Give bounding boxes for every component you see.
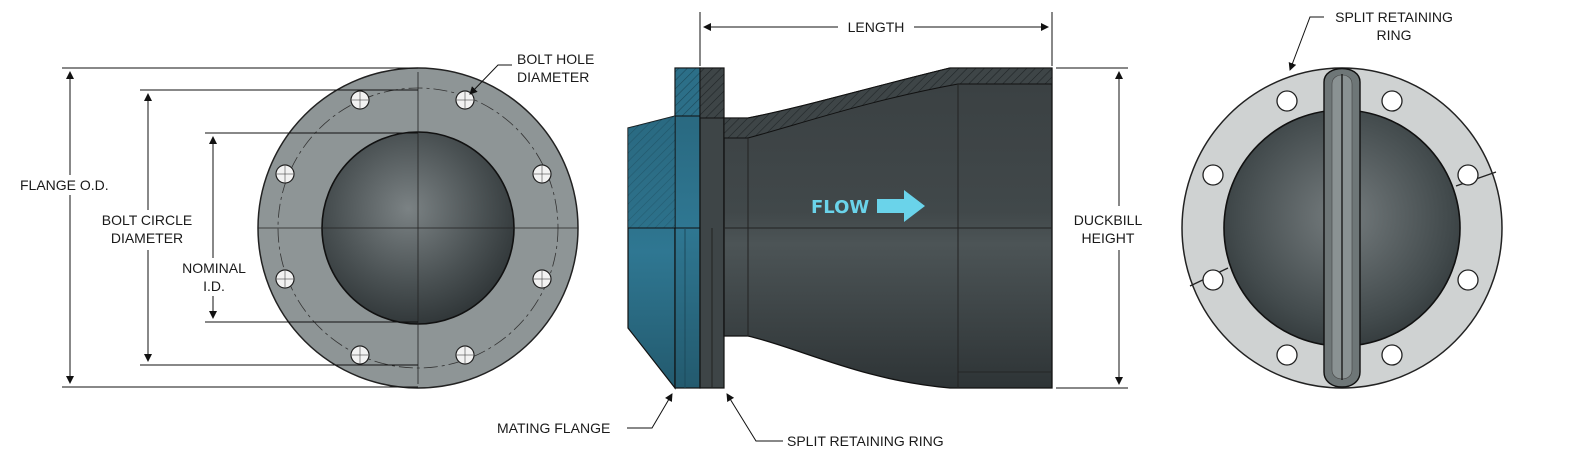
split-ring-label-bottom: SPLIT RETAINING RING — [787, 433, 944, 449]
right-end-view: SPLIT RETAINING RING — [1181, 9, 1503, 389]
bolt-hole-label-line2: DIAMETER — [517, 69, 589, 85]
flow-label: FLOW — [811, 197, 869, 218]
split-ring-leader-top — [1288, 16, 1324, 71]
duckbill-height-label-line2: HEIGHT — [1082, 230, 1135, 246]
nominal-id-label-line2: I.D. — [203, 278, 225, 294]
side-profile-view: FLOW LENGTH DUCKBILL HEIGHT MATING FLANG… — [497, 12, 1142, 449]
nominal-id-label-line1: NOMINAL — [182, 260, 246, 276]
length-label: LENGTH — [848, 19, 905, 35]
bolt-hole-crosshairs — [277, 92, 550, 363]
split-ring-label-top-line2: RING — [1377, 27, 1412, 43]
mating-flange-leader — [627, 393, 673, 429]
left-flange-view: FLANGE O.D. BOLT CIRCLE DIAMETER NOMINAL… — [18, 51, 594, 389]
split-ring-leader-bottom — [726, 393, 783, 442]
bolt-circle-label-line2: DIAMETER — [111, 230, 183, 246]
bolt-circle-label-line1: BOLT CIRCLE — [102, 212, 193, 228]
left-extension-lines — [62, 67, 418, 388]
flow-arrow-icon — [877, 190, 925, 222]
bolt-hole-leader — [469, 64, 512, 95]
right-bolt-holes — [1202, 90, 1479, 366]
bolt-hole-label-line1: BOLT HOLE — [517, 51, 594, 67]
duckbill-height-label-line1: DUCKBILL — [1074, 212, 1143, 228]
mating-flange-label: MATING FLANGE — [497, 420, 610, 436]
split-ring-label-top-line1: SPLIT RETAINING — [1335, 9, 1453, 25]
flange-od-label: FLANGE O.D. — [20, 177, 109, 193]
